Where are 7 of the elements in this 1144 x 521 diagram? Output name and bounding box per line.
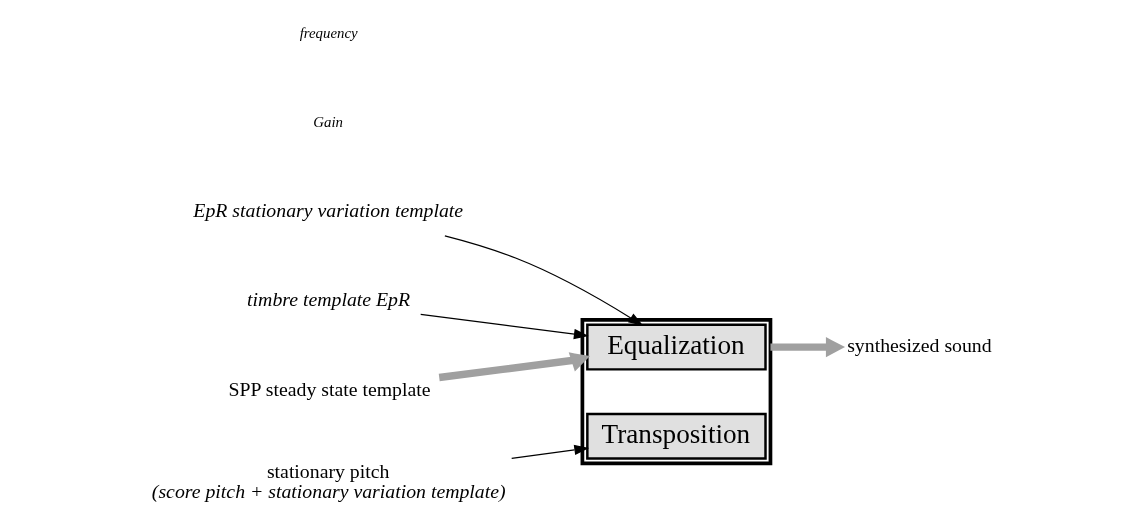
label: frequency xyxy=(299,24,358,41)
node-text: timbre template EpR xyxy=(246,288,410,311)
node-text: EpR stationary variation template xyxy=(192,198,463,221)
node-text: stationary pitch (score pitch + stationary variation template) xyxy=(151,460,506,502)
node-text: SPP steady state template xyxy=(228,378,431,401)
node-text: synthesized sound xyxy=(846,333,992,356)
label: Gain xyxy=(312,114,343,130)
